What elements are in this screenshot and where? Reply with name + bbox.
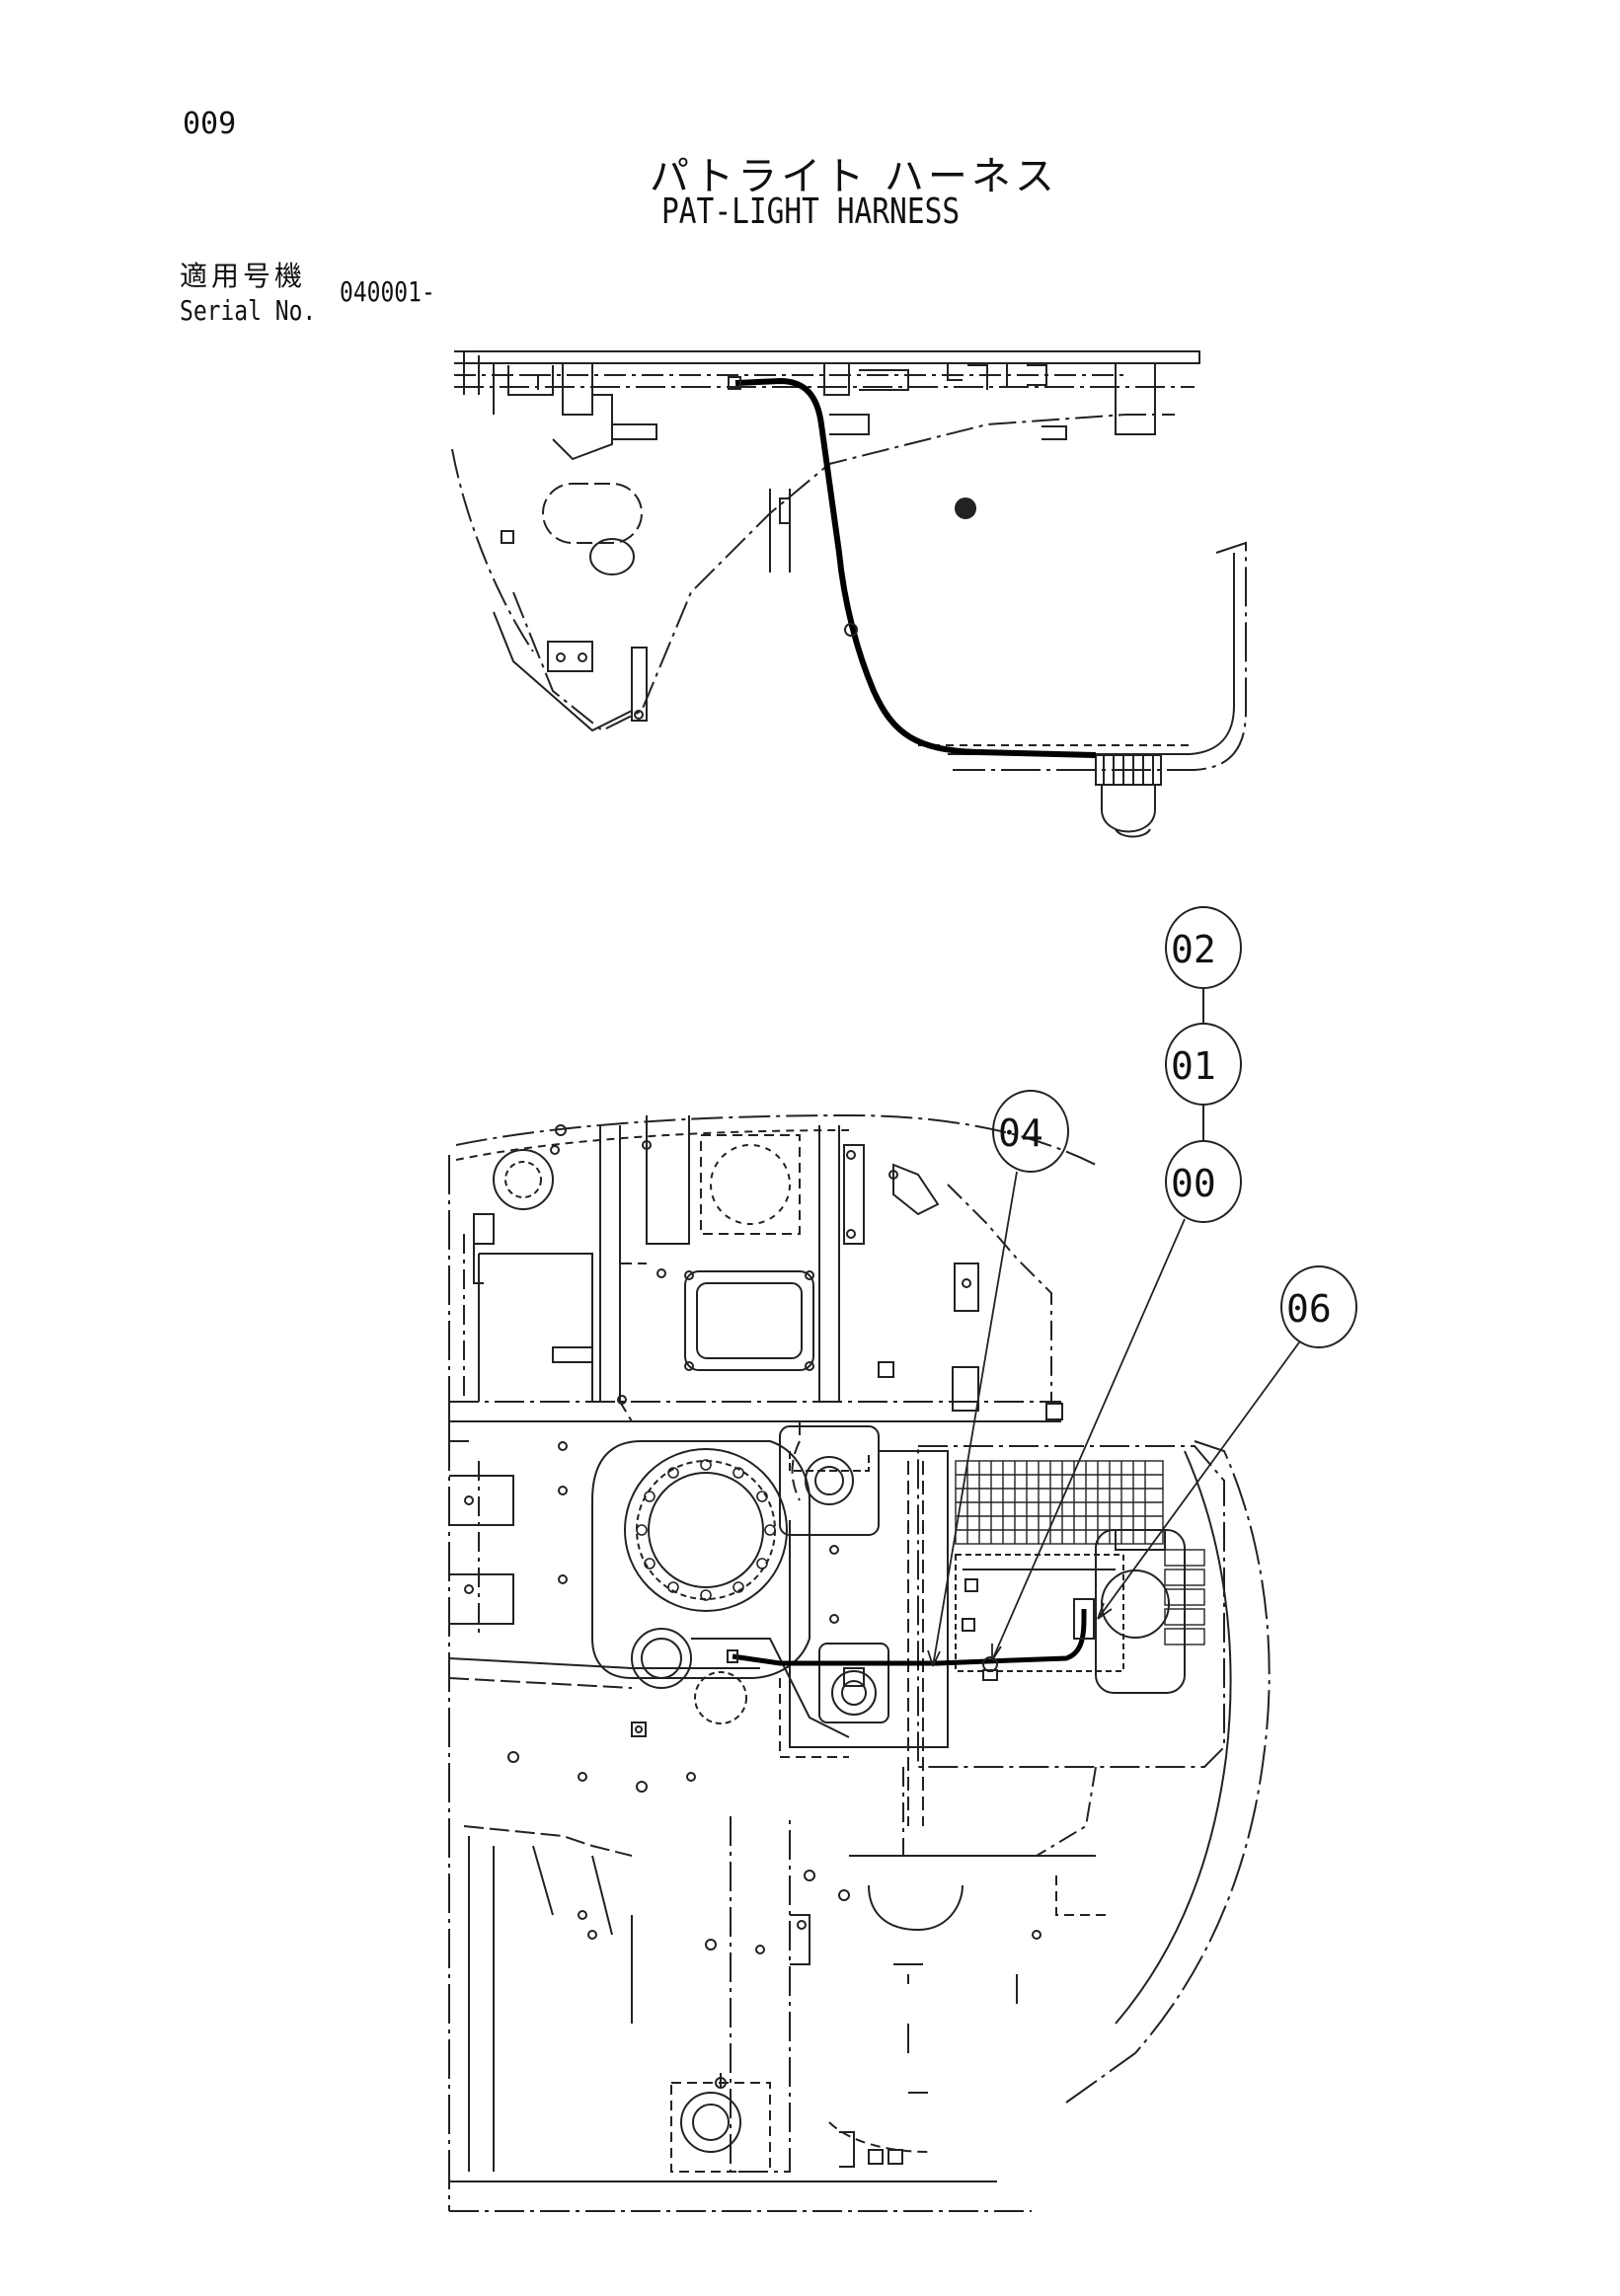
top-view-frame <box>451 350 1247 838</box>
callout-00: 00 <box>1165 1140 1242 1223</box>
bottom-view-frame <box>448 1113 1271 2212</box>
radiator-grid <box>955 1460 1164 1545</box>
callout-02: 02 <box>1165 906 1242 989</box>
title-english: PAT-LIGHT HARNESS <box>661 191 961 232</box>
svg-text:04: 04 <box>998 1111 1043 1155</box>
svg-text:06: 06 <box>1286 1287 1332 1331</box>
serial-value: 040001- <box>340 275 435 308</box>
harness-cable-bottom <box>732 1609 1087 1666</box>
callout-04: 04 <box>992 1090 1069 1173</box>
callout-06: 06 <box>1280 1265 1357 1348</box>
leader-lines <box>927 1171 1300 1667</box>
callout-01: 01 <box>1165 1023 1242 1106</box>
page-number: 009 <box>183 107 237 141</box>
harness-cable-top <box>734 377 1097 758</box>
title-japanese: パトライト ハーネス <box>650 154 1058 199</box>
pat-light-lamp <box>1095 754 1162 838</box>
svg-text:01: 01 <box>1171 1044 1216 1088</box>
serial-label-english: Serial No. <box>180 294 317 327</box>
svg-text:02: 02 <box>1171 928 1216 971</box>
serial-label-japanese: 適用号機 <box>180 260 307 292</box>
svg-text:00: 00 <box>1171 1162 1216 1205</box>
